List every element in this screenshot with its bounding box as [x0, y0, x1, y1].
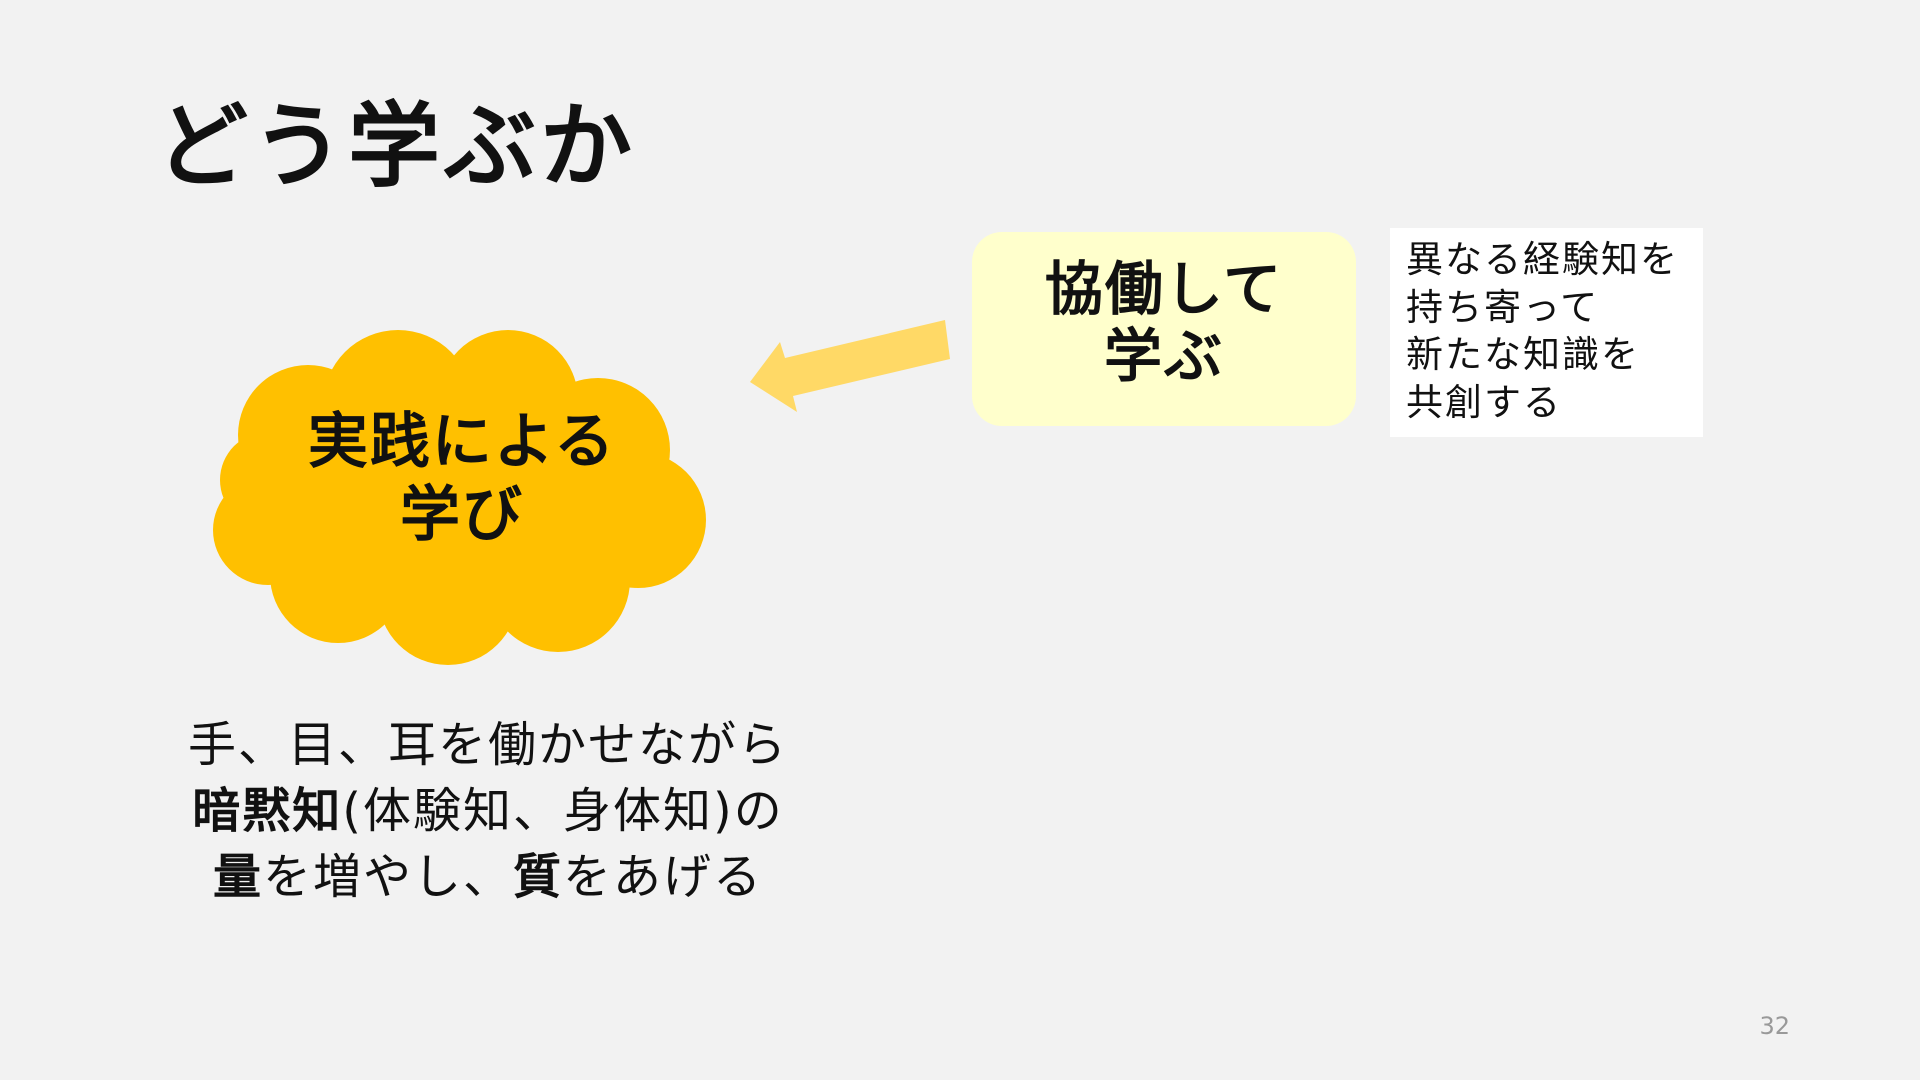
- page-title: どう学ぶか: [156, 93, 637, 200]
- collaboration-line2: 学ぶ: [1103, 322, 1224, 391]
- collaboration-line1: 協働して: [1044, 255, 1284, 323]
- note-line: 新たな知識を: [1406, 333, 1640, 377]
- body-line3-end: をあげる: [563, 849, 764, 906]
- note-line: 異なる経験知を: [1406, 238, 1679, 281]
- note-line: 持ち寄って: [1406, 285, 1600, 329]
- body-line2-rest: (体験知、身体知)の: [342, 783, 784, 840]
- note-line: 共創する: [1406, 381, 1562, 425]
- body-line1: 手、目、耳を働かせながら: [187, 717, 788, 773]
- quality-term: 質: [513, 849, 564, 906]
- quantity-term: 量: [212, 849, 263, 906]
- collaboration-box: 協働して 学ぶ: [972, 232, 1356, 426]
- body-text: 手、目、耳を働かせながら 暗黙知(体験知、身体知)の 量を増やし、質をあげる: [148, 712, 828, 911]
- note-box: 異なる経験知を 持ち寄って 新たな知識を 共創する: [1390, 228, 1703, 437]
- body-line3-mid: を増やし、: [262, 849, 513, 906]
- cloud-label-line1: 実践による: [307, 407, 617, 477]
- left-arrow-icon: [750, 320, 950, 412]
- cloud-label-line2: 学び: [400, 480, 524, 551]
- page-number: 32: [1759, 1012, 1790, 1040]
- cloud-label: 実践による 学び: [258, 406, 666, 552]
- body-line2: 暗黙知(体験知、身体知)の: [148, 778, 828, 844]
- body-line3: 量を増やし、質をあげる: [148, 844, 828, 910]
- cloud-shape: [213, 330, 706, 665]
- tacit-knowledge-term: 暗黙知: [192, 783, 343, 840]
